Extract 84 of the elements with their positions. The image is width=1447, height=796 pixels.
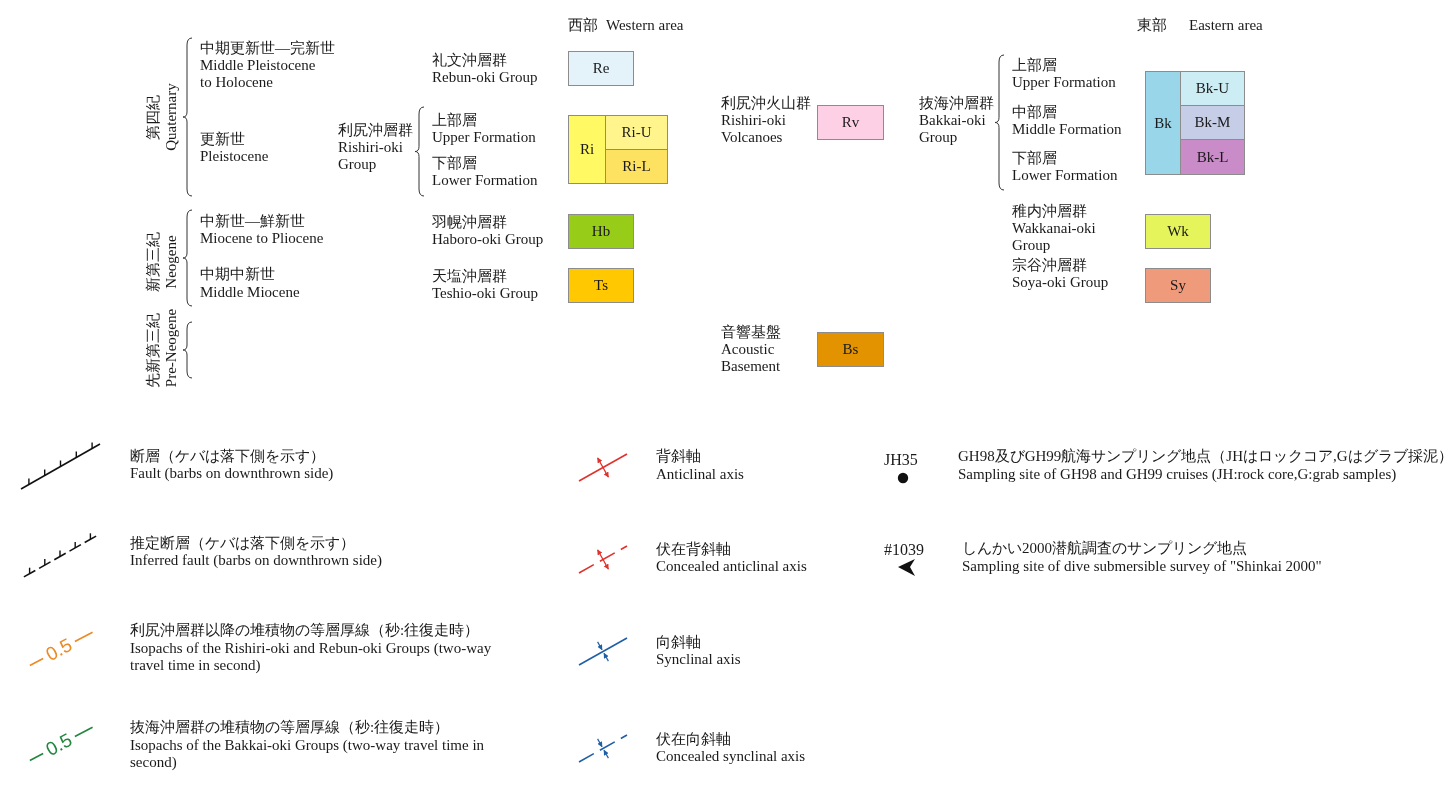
unit-box: Ri: [568, 115, 606, 184]
unit-name: 利尻沖層群: [338, 122, 414, 139]
unit-name: Lower Formation: [432, 172, 539, 189]
legend-description: Inferred fault (barbs on downthrown side): [130, 552, 382, 569]
area-heading: 東部: [1137, 17, 1167, 34]
unit-name: Upper Formation: [432, 129, 537, 146]
unit-box: Bk-U: [1180, 71, 1245, 106]
legend-description: しんかい2000潜航調査のサンプリング地点: [962, 540, 1247, 557]
legend-description: Fault (barbs on downthrown side): [130, 465, 334, 482]
isopach-value: 0.5: [42, 634, 76, 666]
unit-box: Rv: [817, 105, 884, 140]
period-label: 第四紀: [144, 94, 162, 140]
unit-name: 羽幌沖層群: [432, 214, 508, 231]
epoch-label: Miocene to Pliocene: [200, 230, 324, 247]
unit-name: Acoustic Basement: [721, 341, 782, 375]
unit-name: Teshio-oki Group: [432, 285, 540, 302]
site-id-label: #1039: [884, 541, 924, 558]
legend-description: Sampling site of GH98 and GH99 cruises (JH:rock core,G:grab samples): [958, 466, 1397, 483]
unit-name: 上部層: [432, 112, 478, 129]
unit-name: 利尻沖火山群: [721, 95, 812, 112]
isopach-value: 0.5: [42, 729, 76, 761]
epoch-label: 中期中新世: [200, 266, 275, 283]
legend-description: 抜海沖層群の堆積物の等層厚線（秒:往復走時）: [130, 719, 450, 736]
legend-description: Anticlinal axis: [656, 466, 744, 483]
epoch-label: 中新世—鮮新世: [200, 213, 305, 230]
unit-name: 稚内沖層群: [1012, 203, 1088, 220]
epoch-label: Pleistocene: [200, 148, 269, 165]
unit-name: 抜海沖層群: [919, 95, 995, 112]
unit-name: Haboro-oki Group: [432, 231, 545, 248]
area-heading: 西部: [568, 17, 598, 34]
legend-description: Concealed synclinal axis: [656, 748, 806, 765]
unit-name: 宗谷沖層群: [1012, 257, 1088, 274]
unit-box: Re: [568, 51, 634, 86]
legend-description: 利尻沖層群以降の堆積物の等層厚線（秒:往復走時）: [130, 622, 480, 639]
legend-description: 断層（ケバは落下側を示す）: [130, 448, 325, 465]
unit-name: 下部層: [1012, 150, 1058, 167]
epoch-label: Middle Miocene: [200, 284, 300, 301]
area-heading: Eastern area: [1189, 17, 1263, 34]
period-label: Quaternary: [162, 83, 180, 151]
unit-name: Rishiri-oki Group: [338, 139, 404, 173]
legend-description: 伏在向斜軸: [656, 731, 731, 748]
unit-name: Rebun-oki Group: [432, 69, 539, 86]
legend-description: Sampling site of dive submersible survey of "Shinkai 2000": [962, 558, 1322, 575]
unit-box: Bs: [817, 332, 884, 367]
epoch-label: 中期更新世—完新世: [200, 40, 335, 57]
unit-box: Bk-L: [1180, 139, 1245, 175]
unit-name: 中部層: [1012, 104, 1058, 121]
period-label: Pre-Neogene: [162, 308, 180, 388]
unit-name: Wakkanai-oki Group: [1012, 220, 1097, 254]
unit-box: Ts: [568, 268, 634, 303]
unit-box: Bk-M: [1180, 105, 1245, 140]
legend-description: Isopachs of the Rishiri-oki and Rebun-oki Groups (two-way travel time in second): [130, 640, 493, 674]
unit-box: Hb: [568, 214, 634, 249]
unit-name: 礼文沖層群: [432, 52, 508, 69]
legend-description: 伏在背斜軸: [656, 541, 731, 558]
period-label: 新第三紀: [144, 232, 162, 292]
area-heading: Western area: [606, 17, 684, 34]
legend-description: Synclinal axis: [656, 651, 741, 668]
legend-description: Isopachs of the Bakkai-oki Groups (two-way travel time in second): [130, 737, 486, 771]
legend-description: GH98及びGH99航海サンプリング地点（JHはロックコア,Gはグラブ採泥）: [958, 448, 1447, 465]
epoch-label: 更新世: [200, 131, 245, 148]
unit-name: Bakkai-oki Group: [919, 112, 987, 146]
legend-description: 向斜軸: [656, 634, 701, 651]
unit-name: Rishiri-oki Volcanoes: [721, 112, 787, 146]
site-id-label: JH35: [884, 451, 918, 468]
epoch-label: Middle Pleistocene to Holocene: [200, 57, 317, 91]
period-label: Neogene: [162, 235, 180, 289]
unit-name: 下部層: [432, 155, 478, 172]
unit-box: Sy: [1145, 268, 1211, 303]
unit-name: 上部層: [1012, 57, 1058, 74]
unit-name: 天塩沖層群: [432, 268, 508, 285]
unit-name: Middle Formation: [1012, 121, 1123, 138]
unit-name: Lower Formation: [1012, 167, 1119, 184]
unit-name: Soya-oki Group: [1012, 274, 1110, 291]
unit-box: Wk: [1145, 214, 1211, 249]
legend-description: 背斜軸: [656, 448, 701, 465]
unit-name: Upper Formation: [1012, 74, 1117, 91]
unit-box: Bk: [1145, 71, 1181, 175]
unit-box: Ri-L: [605, 149, 668, 184]
legend-description: Concealed anticlinal axis: [656, 558, 807, 575]
period-label: 先新第三紀: [144, 312, 162, 388]
unit-box: Ri-U: [605, 115, 668, 150]
legend-description: 推定断層（ケバは落下側を示す）: [130, 535, 355, 552]
unit-name: 音響基盤: [721, 324, 782, 341]
